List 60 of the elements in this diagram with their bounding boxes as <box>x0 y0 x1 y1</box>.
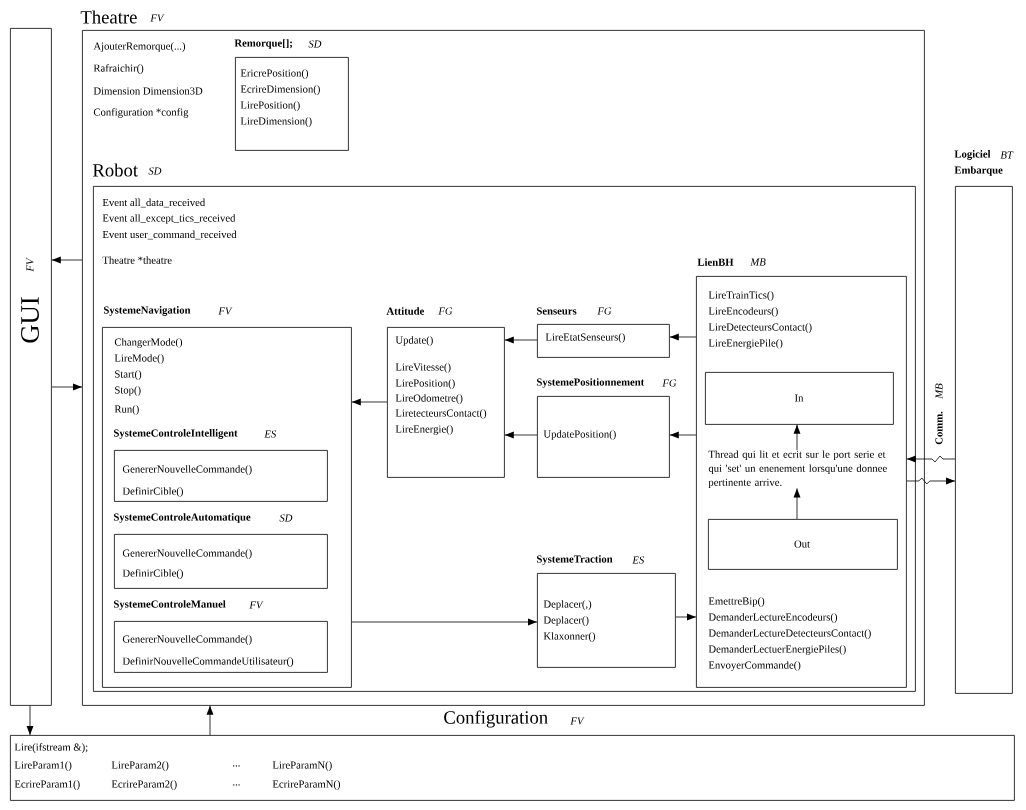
class-box: SystemeControleManuel FV GenererNouvelleCommande() DefinirNouvelleCommandeUtilisateur() <box>113 600 328 673</box>
class-box: SystemeControleIntelligent ES GenererNouvelleCommande() DefinirCible() <box>113 429 328 502</box>
node-label: FV <box>249 601 264 609</box>
link-label: MB <box>935 383 943 399</box>
link-label: Comm. <box>935 411 943 445</box>
node-label: ES <box>264 430 277 438</box>
arrow <box>793 488 801 520</box>
node-label: SD <box>279 514 293 522</box>
node-label: Attitude <box>386 307 425 315</box>
node-label: SystemePositionnement <box>536 378 645 388</box>
arrow <box>206 705 214 736</box>
class-box: Remorque[]; SD EricrePosition() EcrireDimension() LirePosition() LireDimension() <box>234 39 349 151</box>
node-label: LienBH <box>697 258 734 266</box>
node-label: FG <box>438 307 453 315</box>
arrow <box>504 431 538 439</box>
class-box: Attitude FG Update() LireVitesse() LirePosition() LireOdometre() LiretecteursContact() LireEnergie() <box>386 307 505 478</box>
panel: GUI FV <box>10 28 52 706</box>
node-label: ES <box>632 556 645 564</box>
node-label: MB <box>750 258 766 266</box>
class-box: Configuration FV Lire(ifstream &); LireParam1() LireParam2() ... LireParamN() EcrireParam1() EcrireParam2() ... EcrireParamN() <box>10 710 1015 801</box>
arrow <box>793 424 801 451</box>
class-box: Logiciel BT Embarque <box>954 150 1014 694</box>
node-label: Logiciel <box>954 150 991 160</box>
class-box: SystemePositionnement FG UpdatePosition() <box>536 378 677 478</box>
node-label: SystemeControleManuel <box>113 600 226 610</box>
class-box: Senseurs FG LireEtatSenseurs() <box>536 307 670 358</box>
arrow <box>675 613 697 621</box>
arrow <box>906 477 956 485</box>
arrow <box>51 383 83 391</box>
node-label: SystemeTraction <box>536 555 613 565</box>
description-text: Thread qui lit et ecrit sur le port serie et qui 'set' un enenement lorsqu'une donnee pertinente arrive. <box>708 450 887 489</box>
arrow <box>669 431 697 439</box>
node-label: Theatre <box>80 10 137 24</box>
node-label: SD <box>148 167 162 175</box>
node-label: SystemeControleAutomatique <box>113 513 251 523</box>
node-label: FV <box>150 14 165 22</box>
node-label: FV <box>570 717 585 725</box>
node-label: Embarque <box>954 166 1003 176</box>
node-label: FG <box>597 307 612 315</box>
node-label: Senseurs <box>536 307 577 315</box>
arrow <box>351 618 538 626</box>
node-label: SD <box>308 40 322 48</box>
node-label: Configuration <box>444 710 548 728</box>
port-box: Out <box>708 519 898 570</box>
node-label: Remorque[]; <box>234 39 292 49</box>
node-label: SystemeNavigation <box>103 306 191 316</box>
node-label: Robot <box>92 163 138 177</box>
arrow <box>504 336 538 344</box>
arrow <box>906 455 956 463</box>
arrow <box>26 705 34 736</box>
arrow <box>351 398 388 406</box>
node-label: FG <box>662 379 677 387</box>
arrow <box>669 333 697 341</box>
class-box: SystemeControleAutomatique SD GenererNouvelleCommande() DefinirCible() <box>113 513 328 589</box>
class-box: SystemeTraction ES Deplacer(,) Deplacer() Klaxonner() <box>536 555 676 668</box>
port-box: In <box>705 372 894 425</box>
node-label: SystemeControleIntelligent <box>113 429 238 439</box>
node-label: BT <box>1000 151 1014 159</box>
arrow <box>51 256 83 264</box>
node-label: FV <box>218 307 233 315</box>
